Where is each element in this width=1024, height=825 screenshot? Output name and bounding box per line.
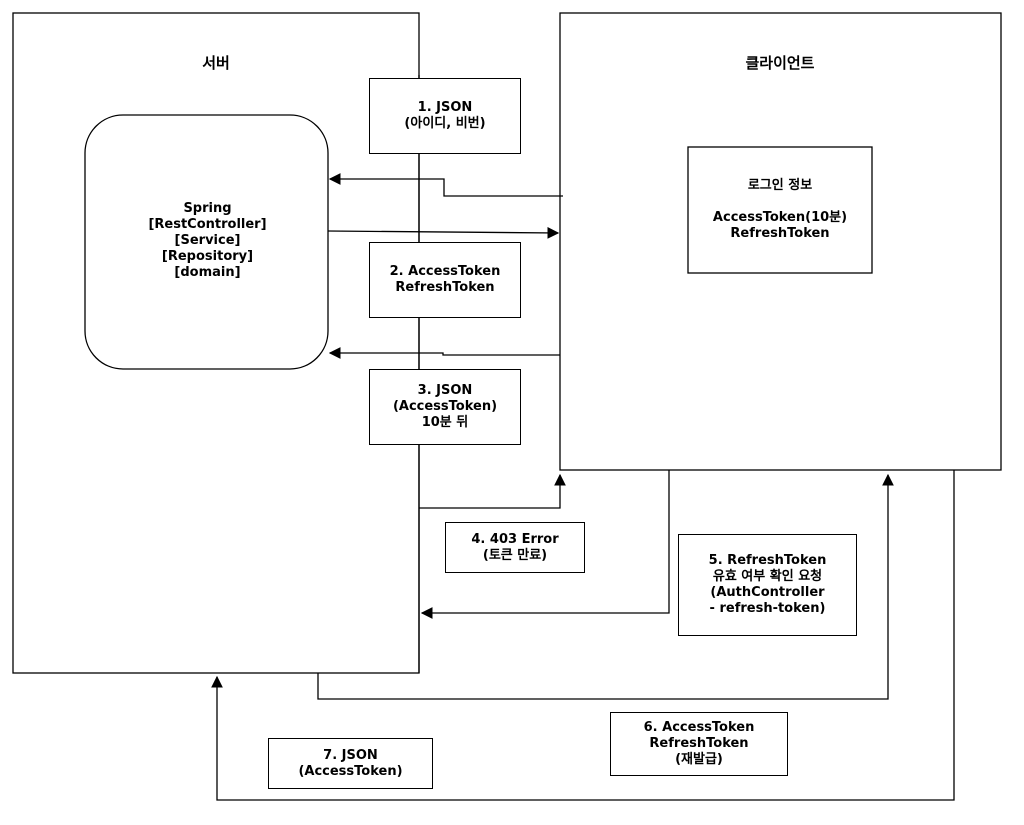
spring-line: [RestController] bbox=[148, 217, 267, 232]
spring-box bbox=[84, 114, 329, 370]
step3-label: 3. JSON (AccessToken) 10분 뒤 bbox=[369, 369, 521, 445]
step1-label: 1. JSON (아이디, 비번) bbox=[369, 78, 521, 154]
step7-label: 7. JSON (AccessToken) bbox=[268, 738, 433, 789]
server-title: 서버 bbox=[163, 52, 269, 74]
arrow-reissue bbox=[317, 473, 894, 700]
step5-line: (AuthController bbox=[710, 585, 825, 600]
arrow-json-access bbox=[211, 470, 955, 801]
step2-line: 2. AccessToken bbox=[389, 264, 501, 279]
login-info-line: RefreshToken bbox=[730, 226, 830, 241]
step7-line: 7. JSON bbox=[323, 747, 378, 763]
step3-line: 10분 뒤 bbox=[421, 415, 469, 430]
login-info-label: 로그인 정보 AccessToken(10분) RefreshToken bbox=[690, 170, 870, 250]
spring-line: [Repository] bbox=[161, 249, 254, 264]
step5-label: 5. RefreshToken 유효 여부 확인 요청 (AuthControl… bbox=[678, 534, 857, 636]
step1-line: 1. JSON bbox=[417, 100, 473, 115]
server-title-text: 서버 bbox=[202, 54, 230, 72]
spring-line: [Service] bbox=[174, 233, 241, 248]
step4-line: (토큰 만료) bbox=[482, 547, 548, 563]
login-info-line: AccessToken(10분) bbox=[712, 210, 848, 225]
step7-line: (AccessToken) bbox=[298, 763, 403, 779]
arrow-token-response bbox=[327, 227, 560, 239]
step4-label: 4. 403 Error (토큰 만료) bbox=[445, 522, 585, 573]
step5-line: 5. RefreshToken bbox=[708, 553, 827, 568]
arrow-403-error bbox=[419, 473, 566, 509]
step5-line: 유효 여부 확인 요청 bbox=[712, 569, 823, 584]
step3-line: 3. JSON bbox=[417, 383, 473, 398]
arrow-refresh-request bbox=[420, 470, 670, 619]
client-title: 클라이언트 bbox=[700, 52, 860, 74]
step6-label: 6. AccessToken RefreshToken (재발급) bbox=[610, 712, 788, 776]
spring-line: [domain] bbox=[174, 265, 241, 280]
arrow-login-request bbox=[328, 173, 563, 197]
client-title-text: 클라이언트 bbox=[745, 54, 815, 72]
arrow-access-request bbox=[328, 347, 560, 359]
login-info-box bbox=[687, 146, 873, 274]
step2-line: RefreshToken bbox=[395, 280, 495, 295]
login-info-line: 로그인 정보 bbox=[747, 178, 813, 193]
step4-line: 4. 403 Error bbox=[471, 531, 559, 547]
step2-label: 2. AccessToken RefreshToken bbox=[369, 242, 521, 318]
step6-line: (재발급) bbox=[675, 752, 723, 767]
step6-line: RefreshToken bbox=[649, 736, 749, 751]
step1-line: (아이디, 비번) bbox=[404, 116, 486, 131]
spring-line: Spring bbox=[183, 201, 232, 216]
step6-line: 6. AccessToken bbox=[643, 720, 755, 735]
step3-line: (AccessToken) bbox=[392, 399, 498, 414]
spring-label: Spring [RestController] [Service] [Repos… bbox=[120, 196, 295, 286]
step5-line: - refresh-token) bbox=[709, 601, 826, 616]
